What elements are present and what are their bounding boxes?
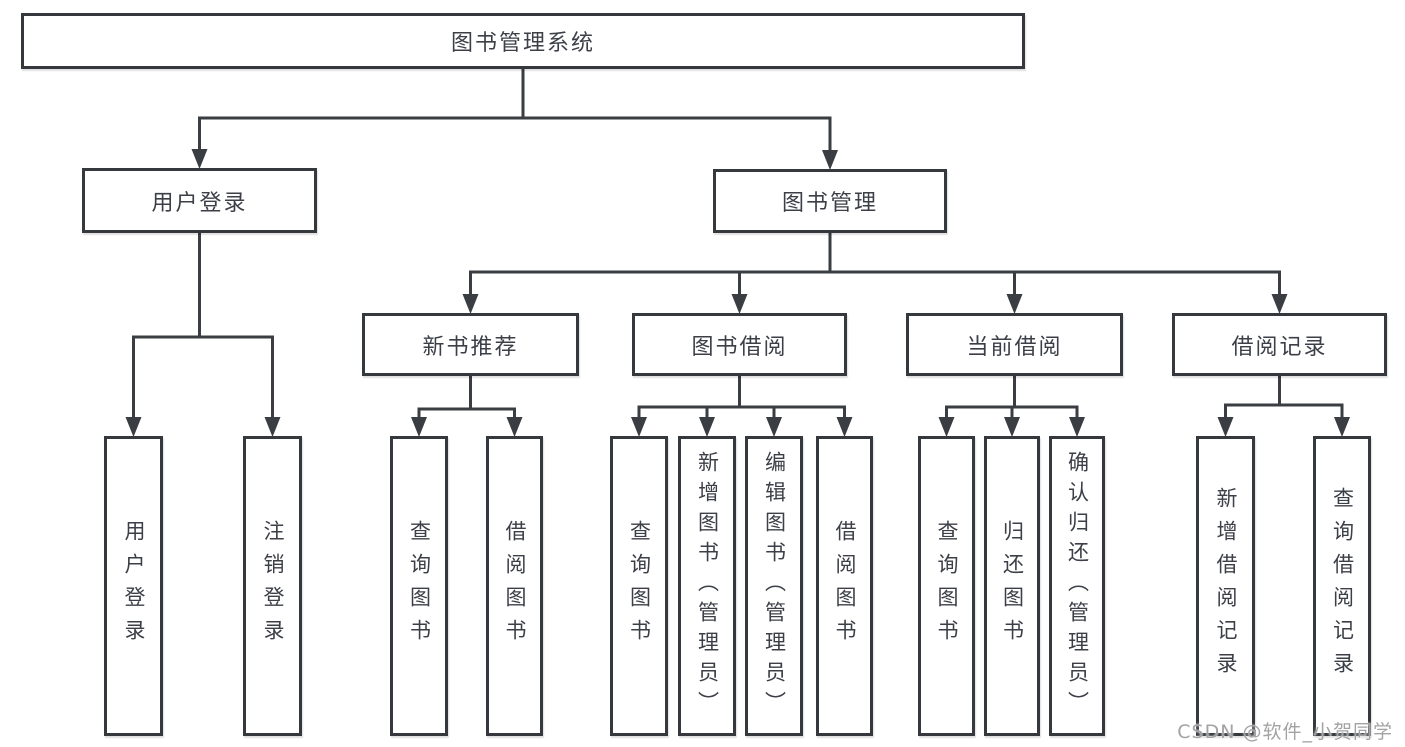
node-label: 新书推荐 <box>422 334 519 360</box>
node-label: 图书管理系统 <box>450 31 595 56</box>
leaf-label: 借阅图书 <box>503 520 527 652</box>
node-book-management: 图书管理 <box>713 169 947 233</box>
leaf-label: 归还图书 <box>1000 520 1025 652</box>
leaf-label: 查询借阅记录 <box>1330 487 1355 685</box>
csdn-watermark: CSDN @软件_小贺同学 <box>1177 721 1393 743</box>
node-borrowing-records: 借阅记录 <box>1172 313 1387 376</box>
leaf-borrowing-borrow-book: 借阅图书 <box>816 436 873 736</box>
node-label: 图书管理 <box>781 191 878 216</box>
leaf-current-query-book: 查询图书 <box>918 436 975 736</box>
leaf-label: 确认归还（管理员） <box>1065 451 1090 721</box>
leaf-records-query-record: 查询借阅记录 <box>1313 436 1371 736</box>
leaf-label: 编辑图书（管理员） <box>762 451 787 721</box>
leaf-records-add-record: 新增借阅记录 <box>1196 436 1255 736</box>
leaf-label: 注销登录 <box>261 520 285 652</box>
node-user-login: 用户登录 <box>82 168 317 233</box>
node-label: 当前借阅 <box>966 334 1063 360</box>
node-label: 借阅记录 <box>1231 334 1328 360</box>
leaf-label: 查询图书 <box>407 520 432 652</box>
leaf-borrowing-add-book-admin: 新增图书（管理员） <box>678 436 736 736</box>
leaf-label: 新增图书（管理员） <box>695 451 720 721</box>
leaf-label: 查询图书 <box>935 520 959 652</box>
leaf-current-return-book: 归还图书 <box>984 436 1040 736</box>
leaf-label: 借阅图书 <box>833 520 857 652</box>
leaf-recommend-query-book: 查询图书 <box>390 436 448 736</box>
leaf-current-confirm-return-admin: 确认归还（管理员） <box>1049 436 1105 736</box>
leaf-label: 查询图书 <box>627 520 652 652</box>
leaf-logout: 注销登录 <box>243 436 302 736</box>
node-label: 用户登录 <box>151 190 248 216</box>
leaf-label: 新增借阅记录 <box>1214 487 1238 685</box>
leaf-user-login: 用户登录 <box>104 436 163 736</box>
node-label: 图书借阅 <box>691 334 788 360</box>
node-book-borrowing: 图书借阅 <box>632 313 847 376</box>
leaf-label: 用户登录 <box>122 520 146 652</box>
node-current-borrowing: 当前借阅 <box>906 313 1123 376</box>
leaf-borrowing-edit-book-admin: 编辑图书（管理员） <box>745 436 803 736</box>
leaf-borrowing-query-book: 查询图书 <box>610 436 668 736</box>
node-new-book-recommend: 新书推荐 <box>362 313 579 376</box>
leaf-recommend-borrow-book: 借阅图书 <box>486 436 543 736</box>
node-root-library-system: 图书管理系统 <box>21 13 1025 69</box>
